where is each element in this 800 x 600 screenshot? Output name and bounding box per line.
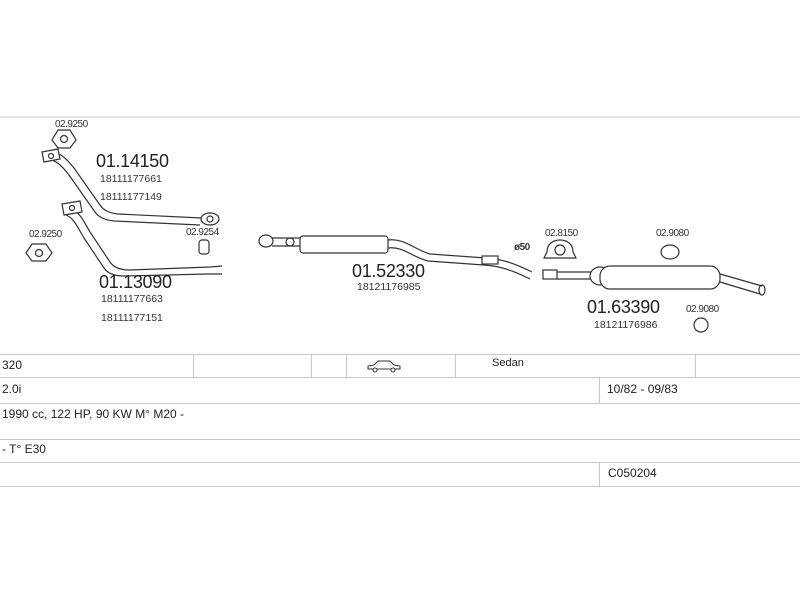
- model-cell: 320: [2, 358, 23, 372]
- gasket-icon-c: [198, 239, 210, 255]
- diameter-label: ø50: [514, 242, 530, 253]
- gasket-c-number: 02.9254: [186, 227, 219, 238]
- front-pipe-upper-ref-2: 18111177149: [100, 191, 162, 203]
- table-divider: [455, 354, 456, 377]
- clamp-icon-a: [51, 129, 77, 149]
- hanger-e-number: 02.9080: [656, 228, 689, 239]
- hanger-icon-e: [660, 244, 680, 260]
- front-pipe-lower-ref-1: 18111177663: [101, 293, 163, 305]
- sedan-car-icon: [367, 360, 401, 373]
- table-divider: [346, 354, 347, 377]
- rear-silencer: [542, 265, 766, 296]
- rear-silencer-number: 01.63390: [587, 297, 660, 317]
- table-divider: [599, 377, 600, 403]
- table-divider: [311, 354, 312, 377]
- table-divider: [193, 354, 194, 377]
- table-divider: [599, 462, 600, 486]
- code-cell: C050204: [608, 466, 657, 480]
- table-rule: [0, 403, 800, 404]
- middle-silencer: [258, 234, 533, 280]
- table-rule: [0, 354, 800, 355]
- body-type-cell: Sedan: [492, 357, 524, 369]
- front-pipe-lower-ref-2: 18111177151: [101, 312, 163, 324]
- table-divider: [695, 354, 696, 377]
- clamp-b-number: 02.9250: [29, 229, 62, 240]
- years-cell: 10/82 - 09/83: [607, 382, 678, 396]
- engine-cell: 2.0i: [2, 382, 22, 396]
- middle-silencer-ref: 18121176985: [357, 281, 421, 293]
- clamp-icon-b: [25, 243, 53, 262]
- type-cell: - T° E30: [2, 442, 46, 456]
- front-pipe-upper-ref-1: 18111177661: [100, 173, 162, 185]
- clamp-icon-d: [543, 239, 577, 259]
- hanger-icon-f: [693, 317, 709, 333]
- middle-silencer-number: 01.52330: [352, 261, 425, 281]
- clamp-d-number: 02.8150: [545, 228, 578, 239]
- front-pipe-upper-number: 01.14150: [96, 151, 169, 171]
- table-rule: [0, 462, 800, 463]
- front-pipe-lower-number: 01.13090: [99, 272, 172, 292]
- front-pipe-upper: [41, 148, 220, 226]
- hanger-f-number: 02.9080: [686, 304, 719, 315]
- table-rule: [0, 377, 800, 378]
- clamp-a-number: 02.9250: [55, 119, 88, 130]
- rear-silencer-ref: 18121176986: [594, 319, 658, 331]
- table-rule: [0, 486, 800, 487]
- engine-spec-cell: 1990 cc, 122 HP, 90 KW M° M20 -: [2, 407, 184, 421]
- table-rule: [0, 439, 800, 440]
- front-pipe-lower: [61, 200, 223, 277]
